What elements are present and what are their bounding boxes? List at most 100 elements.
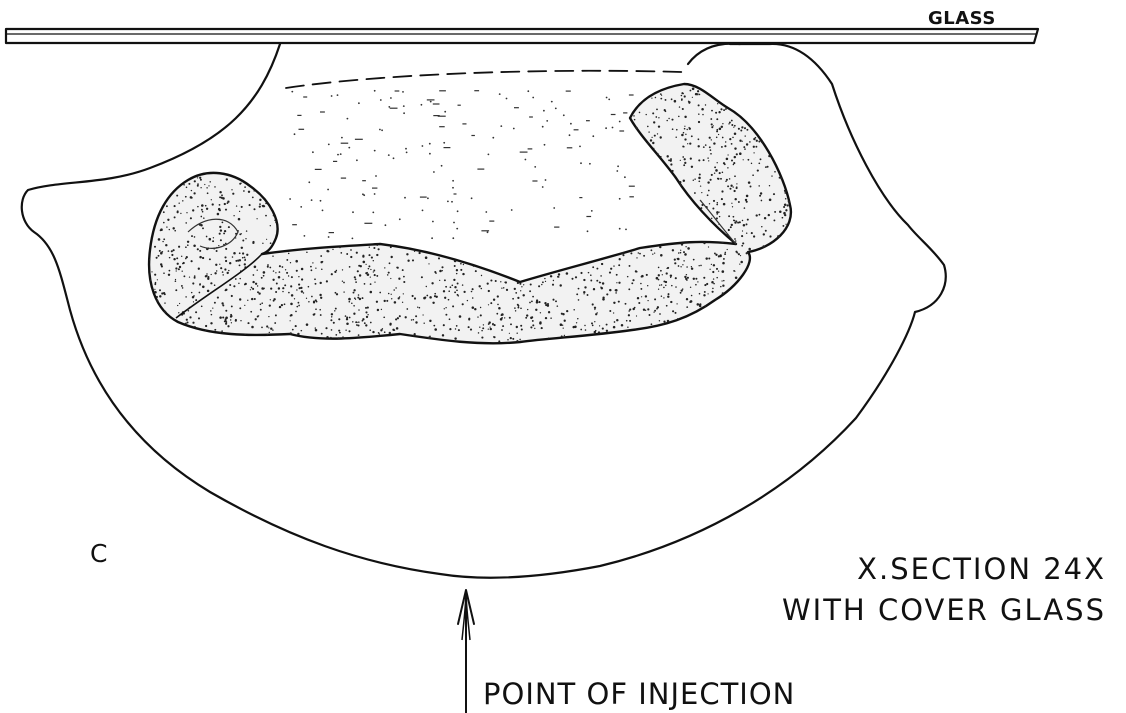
stipple-dot [359,274,361,276]
stipple-dot [267,334,269,336]
stipple-dot [659,320,660,321]
cavity-mark [315,169,322,170]
stipple-dot [241,247,243,249]
cavity-mark [362,180,366,181]
stipple-dot [175,280,177,282]
stipple-dot [733,164,735,166]
stipple-dot [705,257,707,259]
stipple-dot [616,319,618,321]
stipple-dot [660,156,662,158]
stipple-dot [331,316,332,317]
stipple-dot [716,129,718,131]
stipple-dot [674,259,676,261]
stipple-dot [350,256,352,258]
stipple-dot [749,141,751,143]
stipple-dot [166,226,167,227]
stipple-dot [613,265,614,266]
stipple-dot [156,257,158,259]
stipple-dot [613,302,615,304]
stipple-dot [457,294,459,296]
cavity-mark [566,91,571,92]
stipple-dot [159,295,161,297]
stipple-dot [746,129,748,131]
stipple-dot [298,284,300,286]
stipple-dot [278,276,281,279]
stipple-dot [372,331,374,333]
stipple-dot [230,319,231,320]
stipple-dot [426,295,428,297]
stipple-dot [238,283,239,284]
stipple-dot [459,315,462,318]
stipple-dot [290,332,292,334]
stipple-dot [191,260,193,262]
stipple-dot [379,333,380,334]
stipple-dot [160,228,163,231]
stipple-dot [314,278,316,280]
stipple-dot [480,307,481,308]
stipple-dot [180,213,181,214]
stipple-dot [315,268,316,269]
stipple-dot [244,259,246,261]
stipple-dot [671,98,673,100]
stipple-dot [672,249,674,251]
stipple-dot [735,251,737,253]
cavity-mark [453,222,455,224]
stipple-dot [686,129,687,130]
stipple-dot [627,326,628,327]
stipple-dot [663,281,665,283]
stipple-dot [662,274,663,275]
stipple-dot [668,293,670,295]
stipple-dot [281,266,283,268]
cavity-mark [529,116,533,117]
stipple-dot [483,324,484,325]
stipple-dot [245,283,247,285]
stipple-dot [678,116,680,118]
stipple-dot [743,224,746,227]
stipple-dot [467,300,468,301]
stipple-dot [514,288,516,290]
cavity-mark [333,161,337,162]
stipple-dot [225,290,227,292]
stipple-dot [711,110,713,112]
stipple-dot [616,282,617,283]
stipple-dot [269,304,271,306]
stipple-dot [602,296,604,298]
cavity-mark [485,211,487,213]
stipple-dot [422,314,423,315]
stipple-dot [753,152,754,153]
stipple-dot [566,272,569,275]
stipple-dot [735,240,737,242]
cavity-mark [532,97,534,99]
cavity-mark [452,187,454,189]
stipple-dot [633,115,635,117]
stipple-dot [577,318,578,319]
stipple-dot [677,258,679,260]
stipple-dot [725,108,727,110]
stipple-dot [653,311,654,312]
stipple-dot [255,283,257,285]
stipple-dot [715,254,717,256]
stipple-dot [583,293,584,294]
stipple-dot [530,317,533,320]
stipple-dot [247,322,249,324]
stipple-dot [357,324,359,326]
stipple-dot [744,148,746,150]
cavity-mark [616,170,618,172]
stipple-dot [275,272,276,273]
stipple-dot [677,318,678,319]
stipple-dot [634,119,636,121]
stipple-dot [514,307,516,309]
stipple-dot [151,271,152,272]
stipple-dot [488,321,490,323]
stipple-dot [169,257,171,259]
stipple-dot [163,222,165,224]
stipple-dot [373,271,374,272]
cavity-mark [514,107,519,108]
stipple-dot [291,294,294,297]
stipple-dot [697,281,698,282]
stipple-dot [723,280,725,282]
stipple-dot [306,323,309,326]
stipple-dot [441,266,443,268]
stipple-dot [691,267,693,269]
